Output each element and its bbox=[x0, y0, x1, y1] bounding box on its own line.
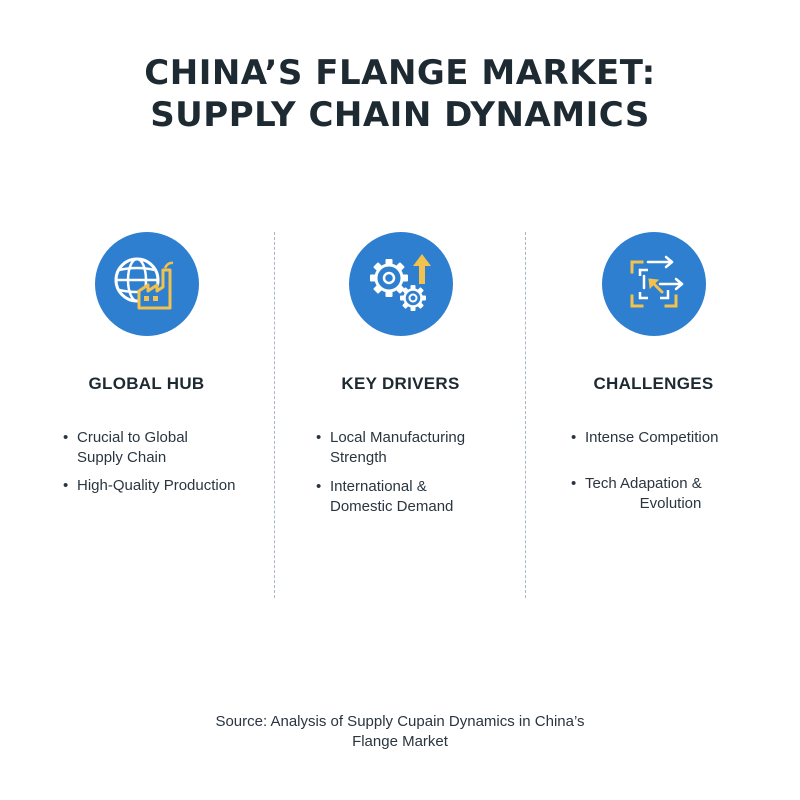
bullet-line: Tech Adapation & bbox=[585, 475, 702, 492]
list-item: • High-Quality Production bbox=[20, 476, 273, 496]
bullet-marker: • bbox=[571, 429, 577, 446]
three-column-panel: GLOBAL HUB • Crucial to Global Supply Ch… bbox=[20, 232, 780, 598]
source-caption: Source: Analysis of Supply Cupain Dynami… bbox=[0, 712, 800, 752]
bullet-list: • Intense Competition • Tech Adapation &… bbox=[527, 428, 780, 514]
list-item: • Tech Adapation & Evolution bbox=[527, 474, 780, 514]
bullet-line: International & bbox=[330, 478, 427, 495]
title-line-2: SUPPLY CHAIN DYNAMICS bbox=[150, 95, 650, 135]
column-divider bbox=[525, 232, 526, 598]
bullet-line: Crucial to Global bbox=[77, 429, 188, 446]
title-line-1: CHINA’S FLANGE MARKET: bbox=[144, 53, 656, 93]
bullet-marker: • bbox=[63, 477, 69, 494]
bullet-line: Intense Competition bbox=[585, 429, 719, 446]
bullet-marker: • bbox=[316, 429, 322, 446]
bullet-line: Evolution bbox=[639, 495, 702, 512]
column-heading: KEY DRIVERS bbox=[341, 374, 460, 393]
globe-factory-icon bbox=[94, 232, 199, 336]
column-challenges: CHALLENGES • Intense Competition • Tech … bbox=[527, 232, 780, 598]
column-key-drivers: KEY DRIVERS • Local Manufacturing Streng… bbox=[274, 232, 527, 598]
bullet-line: Domestic Demand bbox=[330, 498, 454, 515]
list-item: • Local Manufacturing Strength bbox=[274, 428, 527, 468]
column-global-hub: GLOBAL HUB • Crucial to Global Supply Ch… bbox=[20, 232, 273, 598]
bullet-line: Local Manufacturing bbox=[330, 429, 466, 446]
bullet-marker: • bbox=[316, 478, 322, 495]
source-line-2: Flange Market bbox=[352, 733, 448, 750]
bullet-line: Supply Chain bbox=[77, 449, 167, 466]
column-heading: GLOBAL HUB bbox=[88, 374, 205, 393]
column-divider bbox=[274, 232, 275, 598]
list-item: • Crucial to Global Supply Chain bbox=[20, 428, 273, 468]
bullet-marker: • bbox=[63, 429, 69, 446]
gears-arrow-icon bbox=[348, 232, 453, 336]
list-item: • Intense Competition bbox=[527, 428, 780, 448]
bullet-line: Strength bbox=[330, 449, 387, 466]
list-item: • International & Domestic Demand bbox=[274, 477, 527, 517]
bullet-list: • Crucial to Global Supply Chain • High-… bbox=[20, 428, 273, 496]
column-heading: CHALLENGES bbox=[593, 374, 714, 393]
bullet-list: • Local Manufacturing Strength • Interna… bbox=[274, 428, 527, 517]
bullet-marker: • bbox=[571, 475, 577, 492]
page-title: CHINA’S FLANGE MARKET: SUPPLY CHAIN DYNA… bbox=[0, 52, 800, 136]
source-line-1: Source: Analysis of Supply Cupain Dynami… bbox=[215, 713, 585, 730]
bullet-line: High-Quality Production bbox=[77, 477, 236, 494]
adaptation-arrows-icon bbox=[601, 232, 706, 336]
